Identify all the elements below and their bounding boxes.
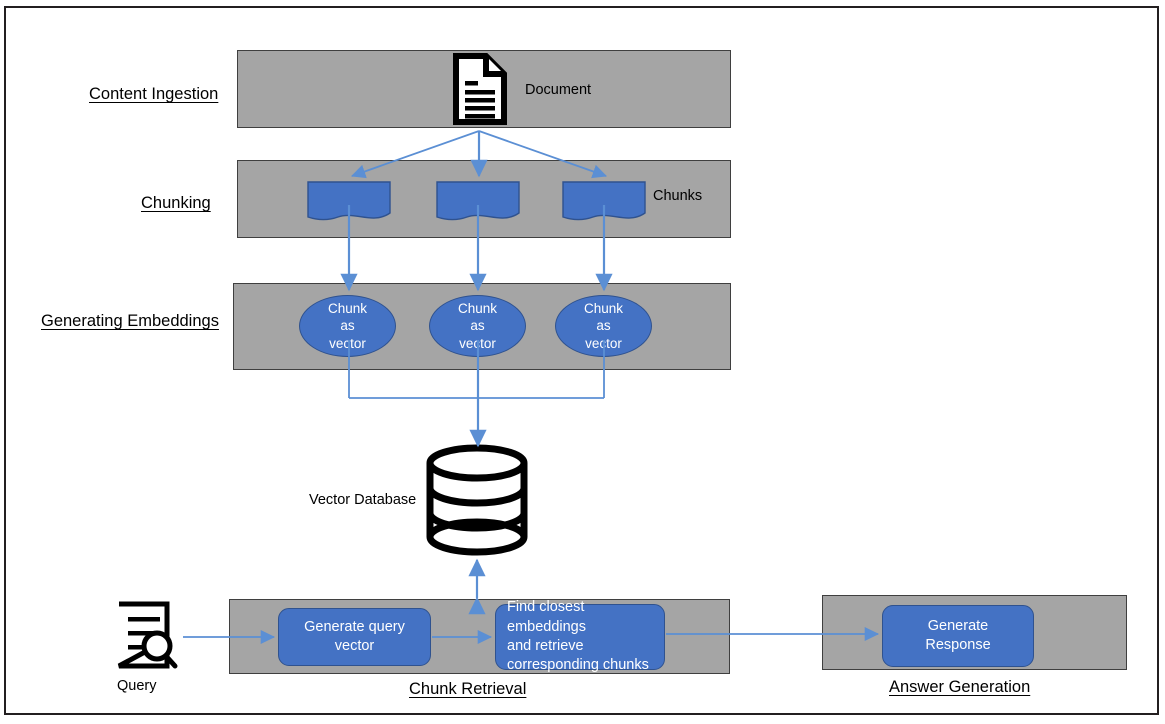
section-label-answer-generation: Answer Generation (889, 678, 1031, 696)
generate-response-line-1: Generate (927, 617, 989, 634)
vector-ellipse-line-2: as (470, 318, 485, 334)
vector-ellipse-2: Chunk as vector (429, 295, 526, 357)
generate-response-box: Generate Response (882, 605, 1034, 667)
diagram-outer-border (4, 6, 1159, 715)
find-closest-embeddings-box: Find closest embeddings and retrieve cor… (495, 599, 665, 673)
document-label: Document (525, 82, 592, 98)
find-closest-embeddings-line-2: and retrieve (507, 638, 584, 654)
database-cylinder-icon (426, 444, 528, 556)
vector-ellipse-3: Chunk as vector (555, 295, 652, 357)
vector-ellipse-line-3: vector (459, 335, 496, 351)
vector-ellipse-line-3: vector (329, 335, 366, 351)
generate-response-line-2: Response (925, 637, 991, 653)
find-closest-embeddings-line-3: corresponding chunks (507, 657, 649, 674)
vector-ellipse-line-1: Chunk (457, 301, 498, 317)
query-search-document-icon (117, 601, 178, 669)
section-label-generating-embeddings: Generating Embeddings (41, 312, 219, 330)
section-label-chunk-retrieval: Chunk Retrieval (409, 680, 527, 698)
vector-ellipse-line-1: Chunk (583, 301, 624, 317)
section-label-content-ingestion: Content Ingestion (89, 85, 219, 103)
vector-ellipse-line-2: as (340, 318, 355, 334)
chunks-label: Chunks (653, 188, 703, 204)
section-label-chunking: Chunking (141, 194, 211, 212)
vector-database-label: Vector Database (309, 492, 417, 508)
vector-ellipse-line-2: as (596, 318, 611, 334)
vector-ellipse-line-1: Chunk (327, 301, 368, 317)
vector-ellipse-1: Chunk as vector (299, 295, 396, 357)
query-label: Query (117, 678, 157, 694)
generate-query-vector-line-2: vector (334, 638, 375, 654)
chunk-shape-1 (307, 181, 391, 221)
document-icon (453, 53, 507, 125)
vector-ellipse-line-3: vector (585, 335, 622, 351)
chunk-shape-2 (436, 181, 520, 221)
generate-query-vector-box: Generate query vector (278, 608, 431, 666)
chunk-shape-3 (562, 181, 646, 221)
generate-query-vector-line-1: Generate query (304, 618, 405, 635)
find-closest-embeddings-line-1: Find closest embeddings (507, 599, 586, 635)
